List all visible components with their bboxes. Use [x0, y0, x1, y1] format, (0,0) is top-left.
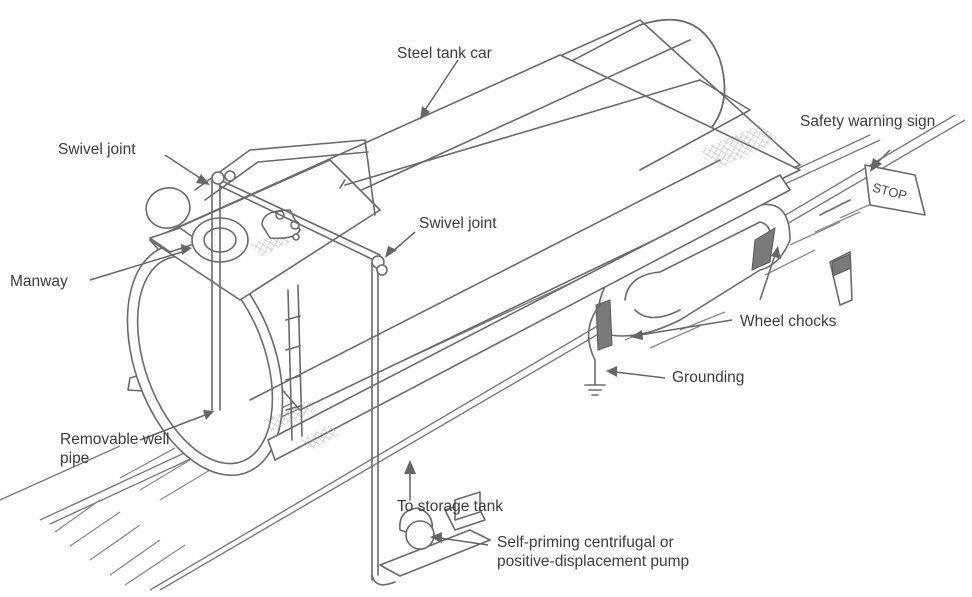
well-pipe-assembly	[211, 170, 396, 586]
ladder	[285, 284, 303, 441]
grounding-symbol	[584, 304, 606, 396]
label-safety-warning-sign: Safety warning sign	[800, 113, 936, 130]
pump	[379, 460, 491, 577]
stop-sign: STOP	[819, 164, 926, 216]
label-to-storage-tank: To storage tank	[397, 498, 503, 515]
label-swivel-joint-top: Swivel joint	[58, 141, 136, 158]
label-grounding: Grounding	[672, 369, 745, 386]
label-wheel-chocks: Wheel chocks	[740, 313, 837, 330]
label-pump: Self-priming centrifugal or positive-dis…	[497, 534, 690, 570]
leader-lines	[89, 59, 891, 546]
label-steel-tank-car: Steel tank car	[397, 45, 492, 62]
label-swivel-joint-mid: Swivel joint	[419, 215, 497, 232]
tank-body	[126, 18, 801, 477]
label-manway: Manway	[10, 273, 68, 290]
swivel-joint-top-fitting	[211, 171, 225, 185]
label-removable-well-pipe: Removable well pipe	[60, 431, 170, 467]
